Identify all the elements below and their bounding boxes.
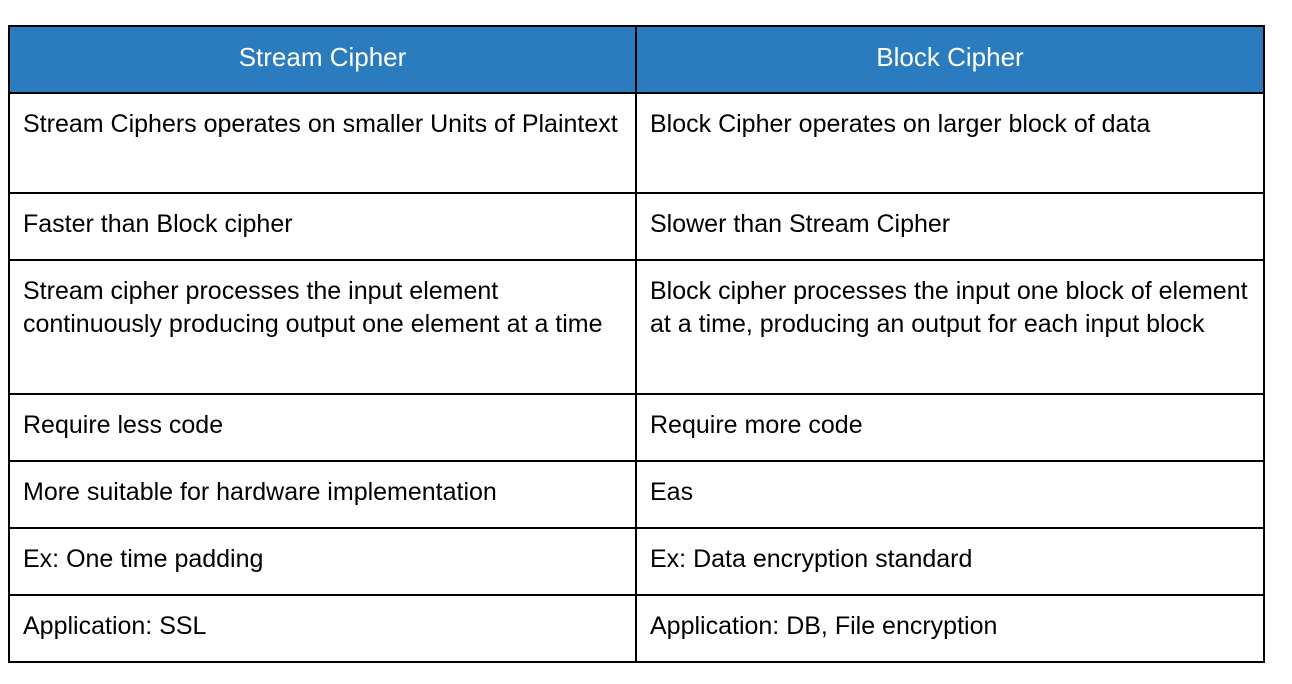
table-header: Stream Cipher Block Cipher bbox=[8, 25, 1265, 94]
table-row: Stream cipher processes the input elemen… bbox=[8, 259, 1265, 395]
cell-block-cipher: Block cipher processes the input one blo… bbox=[635, 259, 1265, 395]
cell-stream-cipher: Stream cipher processes the input elemen… bbox=[8, 259, 637, 395]
table-body: Stream Ciphers operates on smaller Units… bbox=[8, 92, 1265, 663]
cell-stream-cipher: Require less code bbox=[8, 393, 637, 462]
cipher-comparison-table: Stream Cipher Block Cipher Stream Cipher… bbox=[8, 25, 1265, 663]
table-row: Stream Ciphers operates on smaller Units… bbox=[8, 92, 1265, 194]
cell-stream-cipher: Application: SSL bbox=[8, 594, 637, 663]
column-header-block-cipher: Block Cipher bbox=[635, 25, 1265, 94]
column-header-stream-cipher: Stream Cipher bbox=[8, 25, 637, 94]
cell-block-cipher: Slower than Stream Cipher bbox=[635, 192, 1265, 261]
table-row: More suitable for hardware implementatio… bbox=[8, 460, 1265, 529]
cell-block-cipher: Block Cipher operates on larger block of… bbox=[635, 92, 1265, 194]
header-row: Stream Cipher Block Cipher bbox=[8, 25, 1265, 94]
cell-stream-cipher: Faster than Block cipher bbox=[8, 192, 637, 261]
cell-block-cipher: Eas bbox=[635, 460, 1265, 529]
cell-stream-cipher: Stream Ciphers operates on smaller Units… bbox=[8, 92, 637, 194]
cell-stream-cipher: Ex: One time padding bbox=[8, 527, 637, 596]
cell-block-cipher: Ex: Data encryption standard bbox=[635, 527, 1265, 596]
cell-block-cipher: Application: DB, File encryption bbox=[635, 594, 1265, 663]
cell-stream-cipher: More suitable for hardware implementatio… bbox=[8, 460, 637, 529]
cell-block-cipher: Require more code bbox=[635, 393, 1265, 462]
